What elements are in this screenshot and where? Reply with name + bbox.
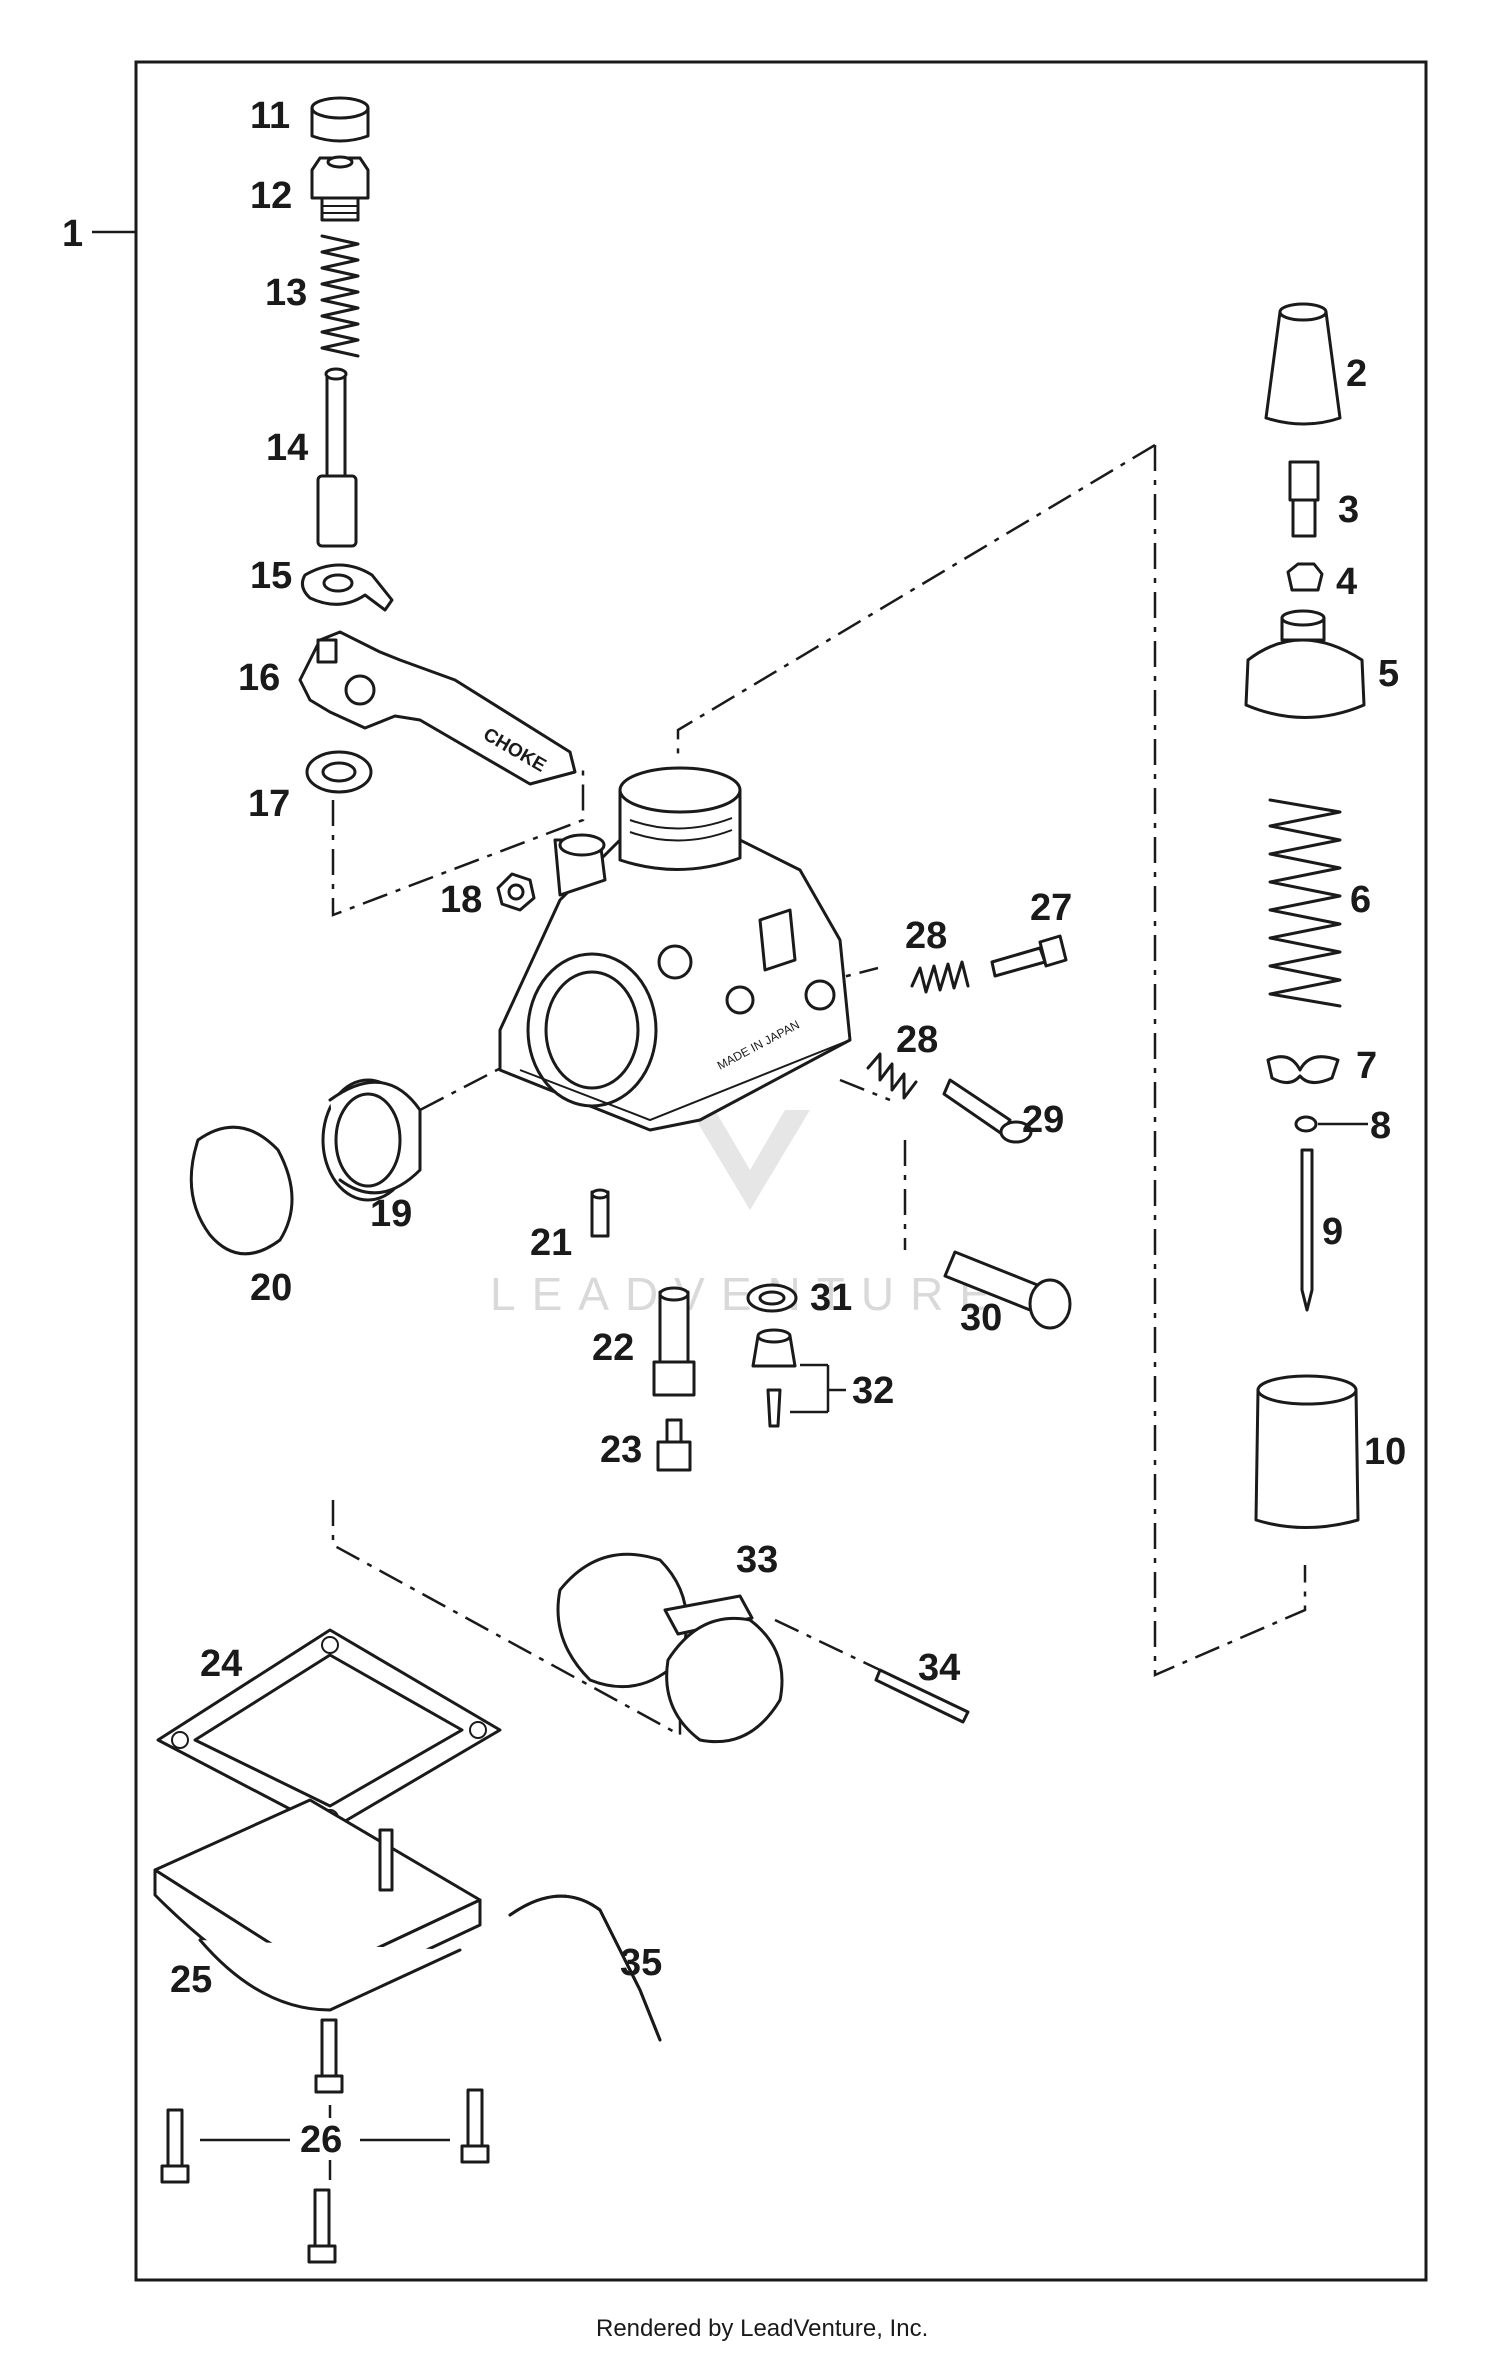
svg-text:17: 17 xyxy=(248,783,290,825)
part-9-needle: 9 xyxy=(1300,1148,1343,1312)
part-5-top-cap: 5 xyxy=(1244,609,1399,719)
part-21-jet: 21 xyxy=(530,1188,610,1264)
part-10-slide: 10 xyxy=(1254,1374,1406,1529)
part-7-clip: 7 xyxy=(1266,1045,1377,1087)
watermark-text: LEADVENTURE xyxy=(490,1268,1006,1320)
svg-text:27: 27 xyxy=(1030,887,1072,929)
part-34-pin: 34 xyxy=(874,1647,970,1724)
svg-text:31: 31 xyxy=(810,1277,852,1319)
svg-text:16: 16 xyxy=(238,657,280,699)
svg-text:25: 25 xyxy=(170,1959,212,2001)
svg-text:13: 13 xyxy=(265,272,307,314)
part-35-hose: 35 xyxy=(508,1894,662,2042)
part-30-screw: 30 xyxy=(943,1250,1072,1339)
svg-text:2: 2 xyxy=(1346,353,1367,395)
part-13-spring: 13 xyxy=(265,234,360,358)
svg-text:12: 12 xyxy=(250,175,292,217)
part-28b-spring: 28 xyxy=(866,1019,938,1100)
callout-1: 1 xyxy=(62,213,136,255)
part-17-washer: 17 xyxy=(248,750,373,825)
svg-text:14: 14 xyxy=(266,427,308,469)
svg-text:6: 6 xyxy=(1350,879,1371,921)
part-8-clip: 8 xyxy=(1294,1105,1391,1147)
svg-text:24: 24 xyxy=(200,1643,242,1685)
part-22-needle-jet: 22 xyxy=(592,1286,696,1397)
part-23-jet: 23 xyxy=(600,1418,692,1472)
watermark: LEADVENTURE xyxy=(490,1110,1006,1320)
part-16-choke-lever: CHOKE 16 xyxy=(238,630,577,786)
part-25-float-bowl: 25 xyxy=(153,1798,482,2012)
part-32-float-valve: 32 xyxy=(751,1328,894,1428)
svg-text:19: 19 xyxy=(370,1193,412,1235)
screw-right xyxy=(460,2088,490,2164)
svg-text:23: 23 xyxy=(600,1429,642,1471)
part-6-spring: 6 xyxy=(1268,798,1371,1008)
part-24-gasket: 24 xyxy=(156,1628,502,1832)
svg-text:20: 20 xyxy=(250,1267,292,1309)
svg-text:8: 8 xyxy=(1370,1105,1391,1147)
svg-text:33: 33 xyxy=(736,1539,778,1581)
footer-rendered-by: Rendered by LeadVenture, Inc. xyxy=(596,2315,928,2342)
part-2-cap: 2 xyxy=(1264,302,1367,426)
svg-text:5: 5 xyxy=(1378,653,1399,695)
part-11-cap: 11 xyxy=(250,95,370,143)
part-12-nut: 12 xyxy=(250,155,370,222)
svg-text:11: 11 xyxy=(250,95,290,137)
svg-text:28: 28 xyxy=(905,915,947,957)
svg-text:9: 9 xyxy=(1322,1211,1343,1253)
part-20-cap: 20 xyxy=(189,1125,294,1309)
svg-text:1: 1 xyxy=(62,213,83,255)
part-19-sleeve: 19 xyxy=(321,1078,422,1235)
svg-text:34: 34 xyxy=(918,1647,960,1689)
screw-bottom xyxy=(307,2188,337,2264)
svg-text:15: 15 xyxy=(250,555,292,597)
svg-text:4: 4 xyxy=(1336,561,1357,603)
svg-text:10: 10 xyxy=(1364,1431,1406,1473)
svg-text:3: 3 xyxy=(1338,489,1359,531)
carburetor-body: MADE IN JAPAN xyxy=(498,766,852,1132)
svg-text:30: 30 xyxy=(960,1297,1002,1339)
screw-left xyxy=(160,2108,190,2184)
part-29-screw: 29 xyxy=(942,1078,1064,1144)
part-18-nut: 18 xyxy=(440,872,536,921)
svg-text:18: 18 xyxy=(440,879,482,921)
part-33-float: 33 xyxy=(556,1539,784,1744)
svg-text:32: 32 xyxy=(852,1370,894,1412)
part-28a-spring: 28 xyxy=(905,915,970,994)
svg-text:21: 21 xyxy=(530,1222,572,1264)
part-15-washer: 15 xyxy=(250,555,394,612)
diagram-frame xyxy=(134,60,1428,2282)
part-31-washer: 31 xyxy=(746,1277,852,1319)
part-4-nut: 4 xyxy=(1286,561,1357,603)
part-26-screws: 26 xyxy=(160,2018,490,2264)
part-27-screw: 27 xyxy=(990,887,1072,978)
assembly-lines xyxy=(331,443,1307,1738)
svg-text:29: 29 xyxy=(1022,1099,1064,1141)
part-3-adjuster: 3 xyxy=(1288,460,1359,538)
svg-text:22: 22 xyxy=(592,1327,634,1369)
screw-top xyxy=(314,2018,344,2094)
svg-text:26: 26 xyxy=(300,2119,342,2161)
svg-text:35: 35 xyxy=(620,1942,662,1984)
svg-text:7: 7 xyxy=(1356,1045,1377,1087)
svg-text:28: 28 xyxy=(896,1019,938,1061)
part-14-plunger: 14 xyxy=(266,367,358,548)
